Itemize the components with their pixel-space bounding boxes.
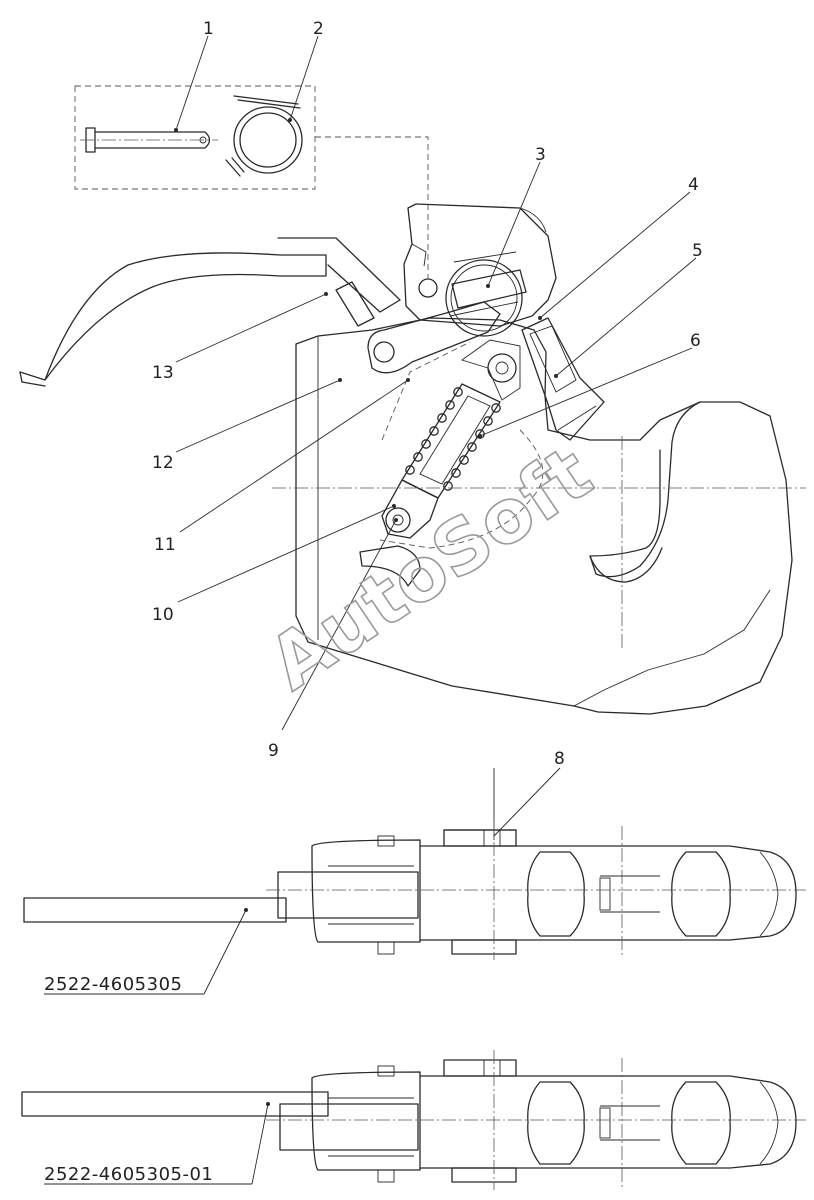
callout-6: 6 — [690, 331, 701, 351]
lock-bolt — [445, 251, 527, 337]
part-number-labels: 2522-4605305 2522-4605305-01 — [44, 974, 213, 1185]
callout-4: 4 — [688, 175, 699, 195]
spring-assembly — [381, 339, 521, 539]
trigger-lever — [521, 317, 605, 441]
body-plate — [295, 317, 793, 715]
inset-pin-and-clip — [74, 85, 429, 278]
assembly-link-line — [315, 136, 429, 278]
watermark: AutoSoft — [254, 430, 607, 707]
hook-body-1 — [419, 845, 797, 941]
part-number-1: 2522-4605305 — [44, 974, 182, 995]
arm-pivot — [373, 341, 395, 363]
plan-view-2 — [21, 1050, 806, 1190]
body-2 — [311, 1071, 421, 1171]
callout-8: 8 — [554, 749, 565, 769]
lower-pin — [385, 507, 411, 533]
callout-10: 10 — [152, 605, 174, 625]
body-1 — [311, 839, 421, 943]
pin-body — [94, 131, 211, 149]
upper-link-arm — [367, 301, 501, 374]
callout-9: 9 — [268, 741, 279, 761]
callout-leaders — [174, 35, 697, 731]
lower-fork — [381, 479, 439, 539]
lower-catch — [359, 545, 421, 587]
callout-5: 5 — [692, 241, 703, 261]
callout-11: 11 — [154, 535, 176, 555]
bracket-slot — [335, 281, 375, 327]
part-number-2: 2522-4605305-01 — [44, 1164, 213, 1185]
callout-13: 13 — [152, 363, 174, 383]
hook-inner-curve — [589, 401, 701, 578]
callout-numbers: 1 2 3 4 5 6 8 9 10 11 12 13 — [152, 19, 703, 769]
spring-clip — [225, 95, 303, 177]
callout-8-leader — [493, 767, 561, 837]
handle-bracket — [277, 237, 401, 313]
callout-2: 2 — [313, 19, 324, 39]
housing-pin-hole — [418, 278, 438, 298]
callout-12: 12 — [152, 453, 174, 473]
inset-frame — [74, 85, 316, 190]
handle-rod — [19, 252, 327, 381]
hook-assembly-side-view — [19, 203, 806, 715]
callout-3: 3 — [535, 145, 546, 165]
hook-body-2 — [419, 1075, 797, 1169]
handle-bar-1 — [23, 897, 287, 923]
spring-coils — [405, 387, 501, 491]
callout-1: 1 — [203, 19, 214, 39]
plan-view-1 — [23, 768, 806, 995]
